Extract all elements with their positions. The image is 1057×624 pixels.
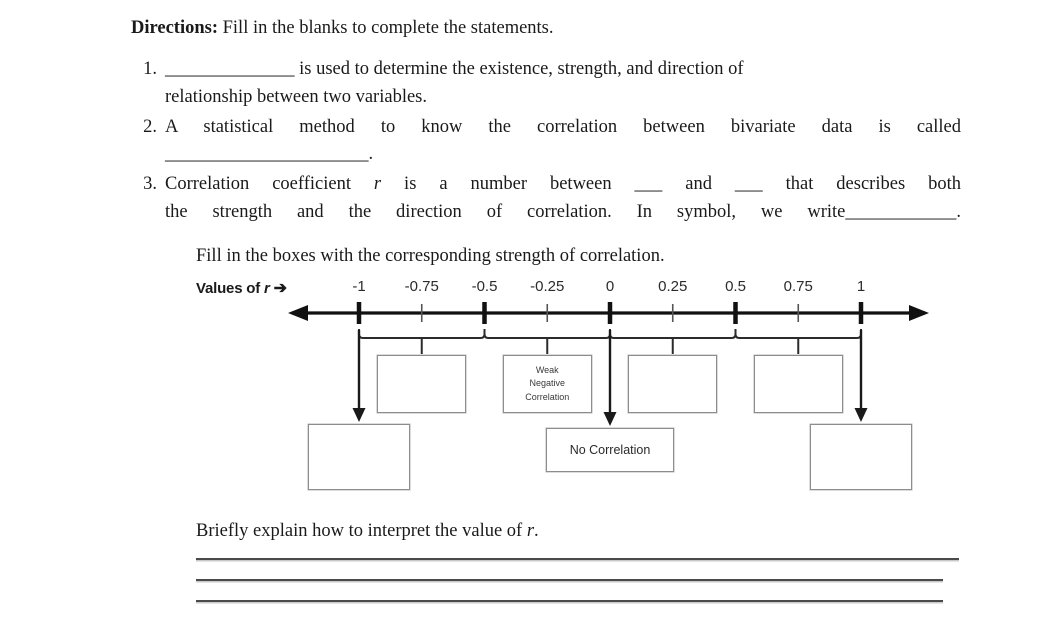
question-3-line-1: Correlation coefficient r is a number be… — [165, 171, 961, 199]
question-1-line-1: ______________ is used to determine the … — [165, 59, 744, 79]
question-number-1: 1. — [143, 59, 157, 79]
question-number-2: 2. — [143, 116, 157, 137]
question-3-variable-r: r — [373, 174, 382, 194]
lower-answer-box-label: No Correlation — [569, 442, 651, 457]
question-body-3: Correlation coefficient r is a number be… — [165, 171, 961, 227]
axis-caption-variable-r: r — [264, 280, 270, 297]
explain-post: . — [534, 521, 539, 541]
question-1-line-2: relationship between two variables. — [165, 86, 427, 107]
explain-variable-r: r — [526, 521, 535, 541]
question-item-2: 2. A statistical method to know the corr… — [131, 114, 961, 170]
answer-write-line[interactable] — [196, 600, 943, 602]
upper-answer-box[interactable] — [753, 355, 843, 413]
upper-answer-box[interactable] — [628, 355, 718, 413]
lower-answer-box[interactable] — [810, 424, 912, 490]
axis-tick-label: -0.5 — [471, 278, 498, 295]
lower-answer-box[interactable]: No Correlation — [546, 428, 674, 472]
directions-line: Directions: Fill in the blanks to comple… — [131, 17, 554, 40]
axis-caption-pre: Values of — [196, 280, 265, 297]
explain-prompt: Briefly explain how to interpret the val… — [196, 521, 539, 542]
question-3-line-2: the strength and the direction of correl… — [165, 201, 961, 222]
explain-pre: Briefly explain how to interpret the val… — [196, 521, 527, 541]
axis-tick-label: -0.75 — [404, 278, 439, 295]
question-number-3: 3. — [143, 174, 157, 194]
question-3-post: is a number between ___ and ___ that des… — [381, 174, 961, 194]
axis-tick-label: 0.25 — [658, 278, 688, 295]
axis-caption: Values of r ➔ — [196, 278, 287, 298]
axis-tick-label: -1 — [352, 278, 366, 295]
directions-text: Fill in the blanks to complete the state… — [222, 18, 554, 38]
answer-write-line[interactable] — [196, 558, 959, 560]
diagram-instruction: Fill in the boxes with the corresponding… — [196, 246, 665, 266]
upper-answer-box[interactable] — [377, 355, 467, 413]
axis-tick-label: 0.75 — [783, 278, 813, 295]
question-body-1: ______________ is used to determine the … — [165, 56, 961, 112]
bracket-group — [358, 329, 862, 354]
axis-tick-label: -0.25 — [530, 278, 565, 295]
lower-answer-box[interactable] — [308, 424, 410, 490]
upper-answer-box-line: Correlation — [525, 391, 570, 402]
question-2-line-1: A statistical method to know the correla… — [165, 116, 961, 137]
axis-tick-label: 1 — [856, 278, 866, 295]
axis-group — [288, 302, 929, 324]
upper-answer-box-line: Weak — [535, 365, 559, 376]
right-arrow-icon: ➔ — [273, 280, 287, 297]
question-body-2: A statistical method to know the correla… — [165, 114, 961, 170]
directions-label: Directions: — [131, 18, 218, 38]
question-item-1: 1. ______________ is used to determine t… — [131, 56, 961, 112]
question-3-pre: Correlation coefficient — [165, 174, 374, 194]
question-list: 1. ______________ is used to determine t… — [131, 56, 961, 229]
question-2-line-2: ______________________. — [165, 144, 374, 165]
axis-tick-label: 0 — [605, 278, 615, 295]
answer-write-line[interactable] — [196, 579, 943, 581]
upper-answer-box-line: Negative — [529, 378, 566, 389]
axis-tick-label: 0.5 — [725, 278, 746, 295]
question-item-3: 3. Correlation coefficient r is a number… — [131, 171, 961, 227]
